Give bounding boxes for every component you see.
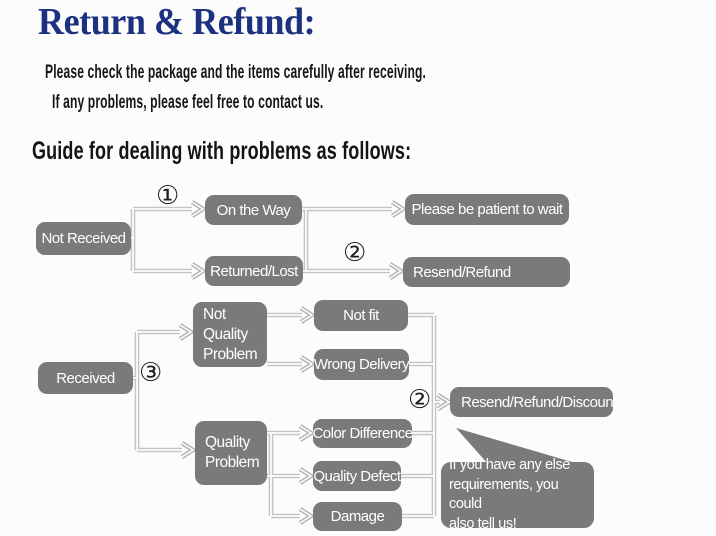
- node-not-fit: Not fit: [314, 300, 408, 331]
- node-wrong-delivery: Wrong Delivery: [314, 349, 410, 380]
- node-damage: Damage: [313, 502, 402, 531]
- node-on-the-way: On the Way: [205, 195, 302, 225]
- arrow-chevron-icon: [300, 426, 311, 440]
- arrow-chevron-icon: [192, 264, 203, 278]
- step-marker-2: ②: [343, 238, 367, 268]
- intro-line-2: If any problems, please feel free to con…: [52, 91, 324, 113]
- arrow-chevron-icon: [301, 357, 312, 371]
- node-quality-defect: Quality Defect: [313, 461, 401, 491]
- note-bubble: If you have any else requirements, you c…: [441, 457, 594, 532]
- intro-line-1: Please check the package and the items c…: [45, 61, 427, 83]
- arrow-chevron-icon: [301, 308, 312, 322]
- node-resend-refund: Resend/Refund: [403, 257, 570, 287]
- connector-lines-inner: [131, 208, 440, 517]
- page-title: Return & Refund:: [38, 1, 316, 43]
- step-marker-1: ①: [156, 181, 180, 211]
- arrow-chevron-icon: [392, 202, 403, 216]
- node-color-difference: Color Difference: [312, 419, 413, 448]
- node-quality-problem: Quality Problem: [195, 421, 267, 485]
- node-not-received: Not Received: [36, 222, 131, 255]
- step-marker-2-second: ②: [408, 385, 432, 415]
- arrow-chevron-icon: [300, 509, 311, 523]
- node-not-quality-problem: Not Quality Problem: [193, 302, 267, 367]
- node-resend-refund-discount: Resend/Refund/Discount: [450, 387, 617, 417]
- arrow-chevron-icon: [300, 469, 311, 483]
- arrow-chevron-icon: [192, 202, 203, 216]
- node-received: Received: [38, 362, 133, 394]
- step-marker-3: ③: [139, 358, 163, 388]
- arrow-chevron-icon: [182, 443, 193, 457]
- node-returned-lost: Returned/Lost: [205, 256, 303, 286]
- arrow-chevron-icon: [390, 264, 401, 278]
- guide-heading: Guide for dealing with problems as follo…: [32, 137, 412, 165]
- node-please-be-patient: Please be patient to wait: [405, 194, 569, 225]
- arrow-chevron-icon: [180, 325, 191, 339]
- note-bubble-tail: [456, 428, 572, 464]
